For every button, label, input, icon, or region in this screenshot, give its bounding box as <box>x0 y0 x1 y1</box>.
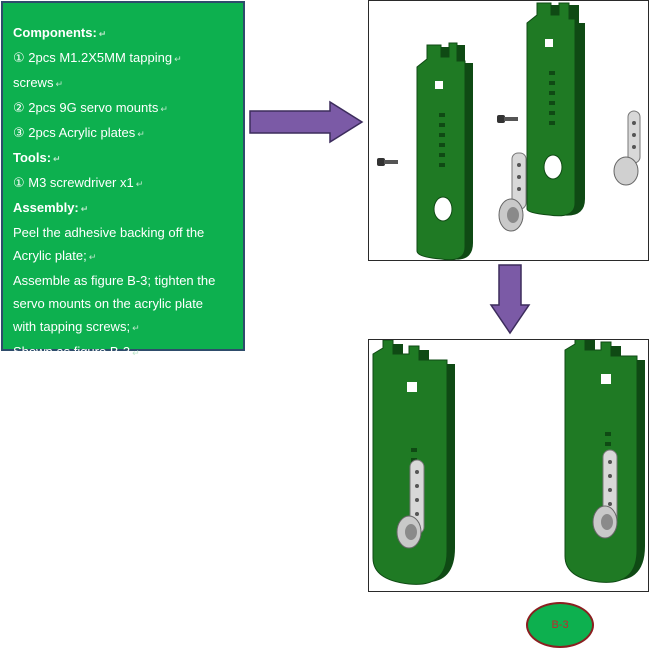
tapping-screw-left <box>377 158 398 166</box>
assembled-view-figure <box>368 339 649 592</box>
figure-label-badge: B-3 <box>526 602 594 648</box>
figure-label-text: B-3 <box>551 619 568 631</box>
components-heading: Components:↵ <box>13 21 235 46</box>
assembled-plate-right <box>565 340 645 582</box>
assembled-plate-left <box>373 340 455 584</box>
component-item-2: ② 2pcs 9G servo mounts↵ <box>13 96 235 121</box>
assembly-step-1-cont: Acrylic plate;↵ <box>13 244 235 269</box>
assembly-step-2: Assemble as figure B-3; tighten the <box>13 269 235 292</box>
component-item-1-cont: screws↵ <box>13 71 235 96</box>
down-arrow-icon <box>489 263 531 335</box>
tapping-screw-right <box>497 115 518 123</box>
tools-heading: Tools:↵ <box>13 146 235 171</box>
assembly-heading: Assembly:↵ <box>13 196 235 221</box>
assembly-step-2-cont2: with tapping screws;↵ <box>13 315 235 340</box>
assembly-step-1: Peel the adhesive backing off the <box>13 221 235 244</box>
component-item-1: ① 2pcs M1.2X5MM tapping↵ <box>13 46 235 71</box>
assembly-step-3: Shown as figure B-3↵ <box>13 340 235 365</box>
assembly-step-2-cont: servo mounts on the acrylic plate <box>13 292 235 315</box>
instruction-panel: Components:↵ ① 2pcs M1.2X5MM tapping↵ sc… <box>1 1 245 351</box>
right-arrow-icon <box>248 100 364 144</box>
servo-mount-left <box>499 153 526 231</box>
acrylic-plate-right <box>527 3 585 216</box>
servo-mount-right <box>614 111 640 185</box>
acrylic-plate-left <box>417 43 473 260</box>
component-item-3: ③ 2pcs Acrylic plates↵ <box>13 121 235 146</box>
exploded-view-figure <box>368 0 649 261</box>
tool-item-1: ① M3 screwdriver x1↵ <box>13 171 235 196</box>
